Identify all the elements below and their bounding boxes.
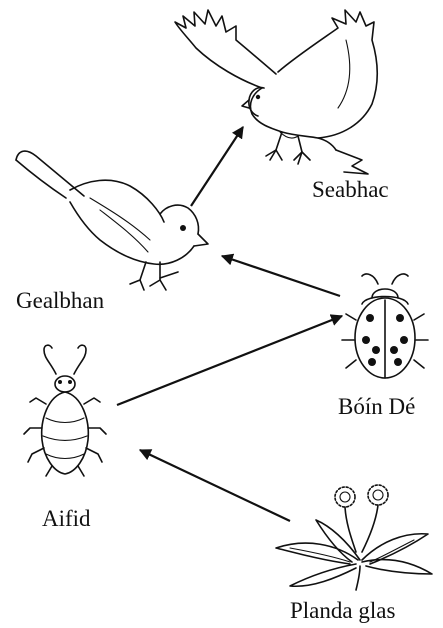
label-sparrow: Gealbhan xyxy=(16,288,105,313)
label-ladybird: Bóín Dé xyxy=(338,394,415,419)
arrow-plant-to-aphid xyxy=(140,450,290,521)
arrow-aphid-to-ladybird xyxy=(117,316,342,405)
label-plant: Planda glas xyxy=(290,598,395,623)
hawk-icon xyxy=(175,10,377,174)
arrow-sparrow-to-hawk xyxy=(191,127,243,206)
arrow-ladybird-to-sparrow xyxy=(222,256,340,296)
label-hawk: Seabhac xyxy=(312,177,389,202)
aphid-icon xyxy=(24,345,106,476)
sparrow-icon xyxy=(16,151,208,290)
plant-icon xyxy=(276,485,432,590)
ladybird-icon xyxy=(342,274,428,378)
label-aphid: Aifid xyxy=(42,506,91,531)
